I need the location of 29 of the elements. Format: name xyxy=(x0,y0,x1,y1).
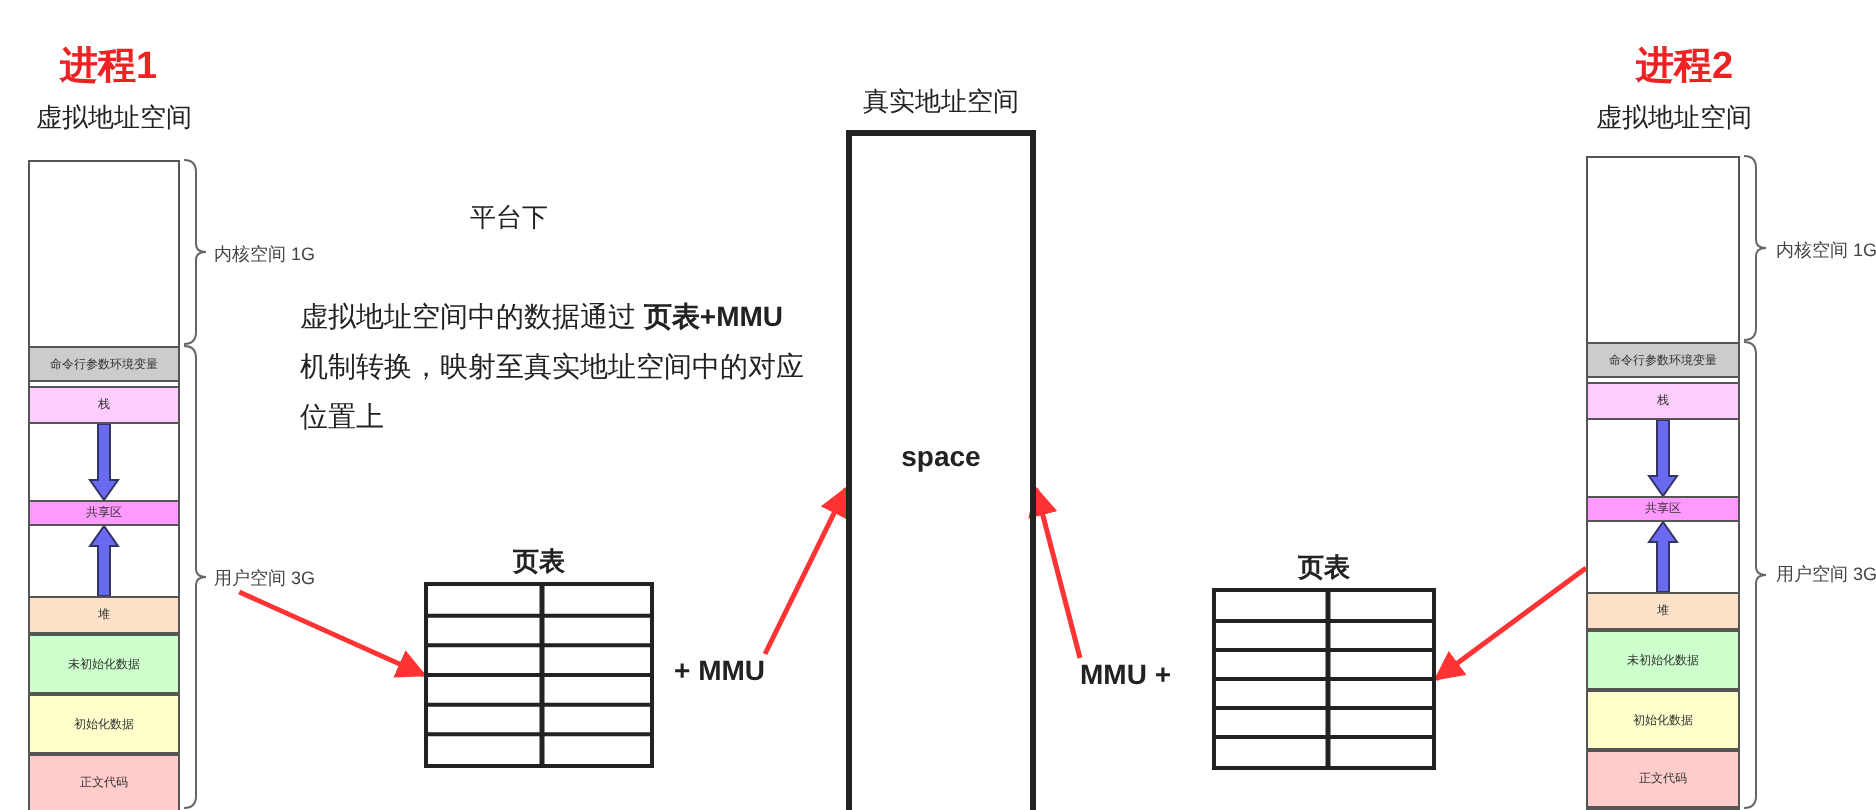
brace-label: 用户空间 3G xyxy=(214,566,316,592)
space-label: space xyxy=(899,440,983,472)
mmu-label: + MMU xyxy=(674,654,765,686)
memory-column xyxy=(28,160,180,810)
process-title: 进程2 xyxy=(1636,44,1734,92)
arrow xyxy=(238,589,427,678)
block-arrow xyxy=(1647,419,1679,498)
table-heading: 页表 xyxy=(1295,550,1352,586)
memory-column xyxy=(1586,156,1740,810)
column-heading: 真实地址空间 xyxy=(861,84,1021,120)
process-title: 进程1 xyxy=(60,44,158,92)
table-heading: 页表 xyxy=(510,544,567,580)
mmu-label: MMU + xyxy=(1080,658,1171,690)
arrow xyxy=(1433,566,1588,681)
arrow xyxy=(762,486,849,656)
column-heading: 虚拟地址空间 xyxy=(36,100,192,136)
page-table xyxy=(1212,588,1436,770)
block-arrow xyxy=(88,524,120,597)
brace-label: 用户空间 3G xyxy=(1776,562,1876,588)
block-arrow xyxy=(1647,520,1679,593)
description-text: 虚拟地址空间中的数据通过 页表+MMU机制转换，映射至真实地址空间中的对应位置上 xyxy=(300,298,804,436)
column-heading: 虚拟地址空间 xyxy=(1596,100,1752,136)
block-arrow xyxy=(88,423,120,502)
arrow xyxy=(1028,485,1083,659)
brace-label: 内核空间 1G xyxy=(1776,238,1876,264)
brace-label: 内核空间 1G xyxy=(214,242,316,268)
page-table xyxy=(424,582,654,768)
caption-text: 平台下 xyxy=(470,200,548,236)
memory-column xyxy=(846,130,1036,810)
